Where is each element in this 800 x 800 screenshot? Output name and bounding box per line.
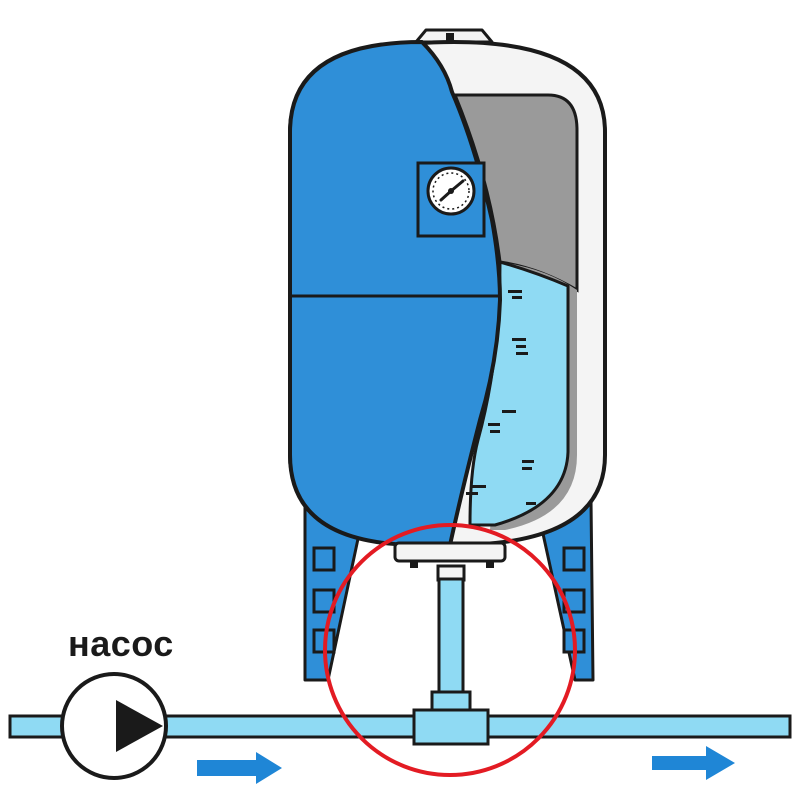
highlight-circle	[323, 523, 577, 777]
pump-label: насос	[68, 623, 174, 664]
main-water-pipe	[8, 714, 792, 739]
pipe-tee-fitting	[412, 690, 490, 746]
pump-icon	[60, 672, 168, 780]
connecting-pipe	[437, 577, 465, 696]
air-valve-icon	[446, 33, 454, 47]
play-triangle-icon	[116, 700, 163, 752]
pressure-gauge-icon	[416, 161, 486, 238]
flow-arrow-icon	[652, 746, 735, 780]
left-leg-slot	[312, 546, 336, 572]
tank-cutaway	[452, 93, 579, 530]
right-leg-slot	[562, 546, 586, 572]
tank-outlet-flange	[393, 541, 507, 582]
water-ripples	[466, 290, 536, 505]
flow-arrow-icon	[197, 752, 282, 784]
